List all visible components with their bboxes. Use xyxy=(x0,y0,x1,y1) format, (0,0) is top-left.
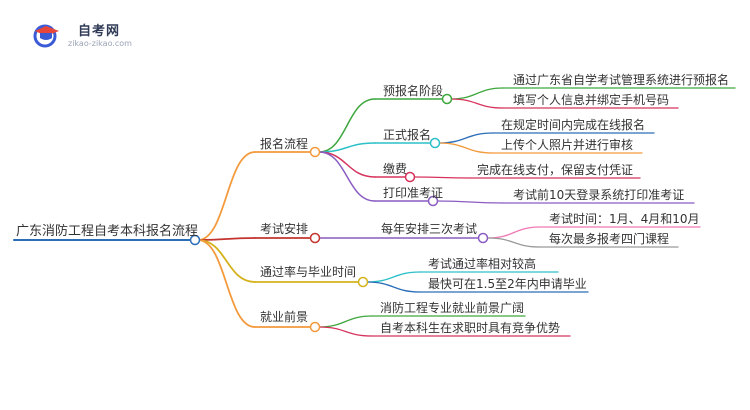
child-node-dot xyxy=(404,171,416,183)
node-payment[interactable]: 缴费 xyxy=(383,162,408,176)
leaf-max-courses[interactable]: 每次最多报考四门课程 xyxy=(549,232,670,246)
leaf-connector xyxy=(450,98,504,109)
node-competitive-edge[interactable]: 自考本科生在求职时具有竞争优势 xyxy=(380,321,561,335)
leaf-connector xyxy=(413,176,471,179)
node-pass-rate[interactable]: 考试通过率相对较高 xyxy=(428,257,537,271)
leaf-connector xyxy=(487,226,541,239)
branch-label-passrate[interactable]: 通过率与毕业时间 xyxy=(260,265,357,279)
graduation-cap-icon xyxy=(33,24,59,48)
site-logo[interactable]: 自考网 zikao-zikao.com xyxy=(32,18,142,50)
leaf-connector xyxy=(436,200,504,204)
root-node-dot xyxy=(189,234,201,246)
leaf-print-before-exam[interactable]: 考试前10天登录系统打印准考证 xyxy=(513,188,685,202)
node-graduation-time[interactable]: 最快可在1.5至2年内申请毕业 xyxy=(428,277,587,291)
branch-node-dot xyxy=(309,321,321,333)
leaf-online-payment[interactable]: 完成在线支付，保留支付凭证 xyxy=(477,163,634,177)
leaf-exam-months[interactable]: 考试时间：1月、4月和10月 xyxy=(549,212,700,226)
branch-connector xyxy=(197,239,256,283)
leaf-connector xyxy=(438,142,494,154)
branch-node-dot xyxy=(357,276,369,288)
node-career-outlook[interactable]: 消防工程专业就业前景广阔 xyxy=(380,301,525,315)
child-node-dot xyxy=(427,195,439,207)
child-connector xyxy=(318,326,373,337)
leaf-online-registration[interactable]: 在规定时间内完成在线报名 xyxy=(501,118,646,132)
child-connector xyxy=(318,151,376,178)
logo-url: zikao-zikao.com xyxy=(68,39,132,48)
logo-title: 自考网 xyxy=(78,24,121,39)
branch-connector xyxy=(197,151,256,241)
branch-label-registration[interactable]: 报名流程 xyxy=(260,137,309,151)
branch-connector xyxy=(197,239,256,328)
leaf-upload-photo[interactable]: 上传个人照片并进行审核 xyxy=(501,138,634,152)
child-connector xyxy=(318,315,373,328)
node-pre-registration[interactable]: 预报名阶段 xyxy=(383,84,444,98)
branch-label-career[interactable]: 就业前景 xyxy=(260,310,309,324)
branch-connector xyxy=(197,237,256,241)
branch-label-exam[interactable]: 考试安排 xyxy=(260,222,309,236)
child-connector xyxy=(318,151,376,202)
child-connector xyxy=(366,281,421,293)
child-node-dot xyxy=(441,93,453,105)
node-formal-registration[interactable]: 正式报名 xyxy=(383,128,432,142)
leaf-connector xyxy=(438,132,494,144)
node-three-exams[interactable]: 每年安排三次考试 xyxy=(381,222,478,236)
leaf-online-system[interactable]: 通过广东省自学考试管理系统进行预报名 xyxy=(513,73,730,87)
child-node-dot xyxy=(429,137,441,149)
child-connector xyxy=(366,271,421,283)
node-print-admission[interactable]: 打印准考证 xyxy=(383,186,444,200)
child-node-dot xyxy=(477,232,489,244)
root-label[interactable]: 广东消防工程自考本科报名流程 xyxy=(16,224,199,239)
leaf-personal-info[interactable]: 填写个人信息并绑定手机号码 xyxy=(513,93,670,107)
leaf-connector xyxy=(450,87,504,100)
child-connector xyxy=(318,98,376,153)
child-connector xyxy=(318,142,376,153)
leaf-connector xyxy=(487,237,541,248)
branch-node-dot xyxy=(309,232,321,244)
branch-node-dot xyxy=(309,146,321,158)
